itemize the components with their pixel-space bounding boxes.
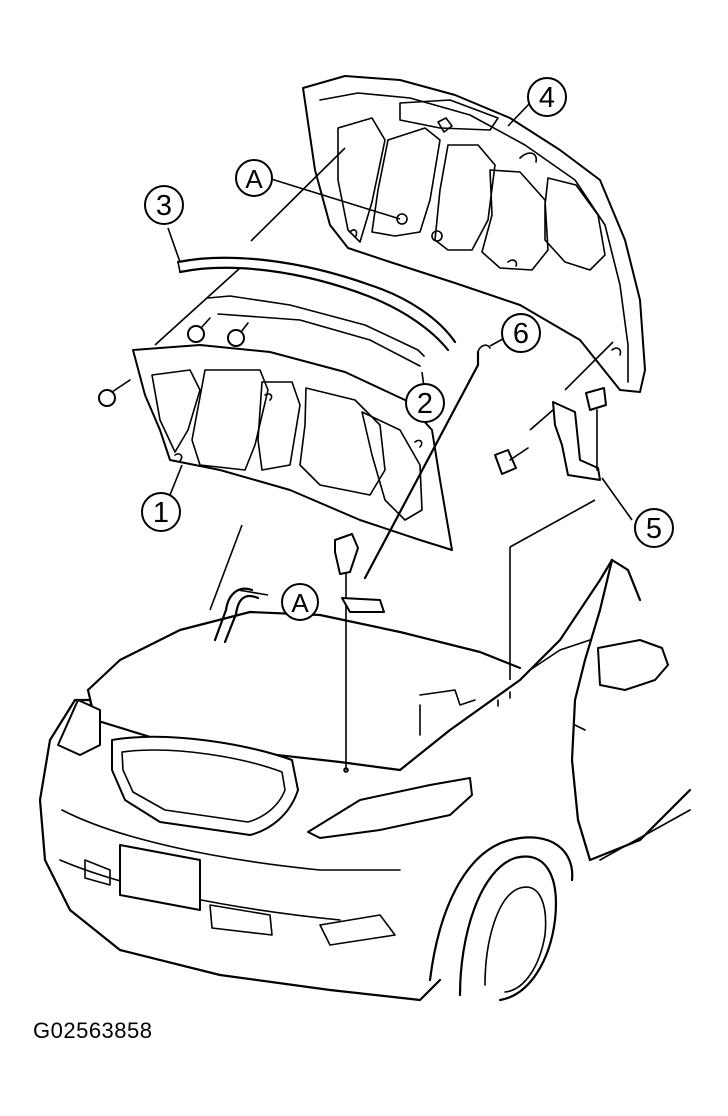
figure-id: G02563858 bbox=[33, 1018, 153, 1043]
callout-1: 1 bbox=[141, 492, 181, 532]
svg-text:A: A bbox=[291, 588, 309, 618]
callout-2: 2 bbox=[405, 383, 445, 423]
svg-text:3: 3 bbox=[156, 190, 172, 222]
hood-panel bbox=[302, 75, 646, 393]
hood-insulator bbox=[132, 344, 453, 551]
callout-4: 4 bbox=[527, 77, 567, 117]
svg-text:A: A bbox=[245, 164, 263, 194]
callout-a-lower: A bbox=[281, 583, 319, 621]
rod-bolt bbox=[334, 533, 385, 771]
svg-text:1: 1 bbox=[153, 497, 169, 529]
svg-text:2: 2 bbox=[417, 388, 433, 420]
callout-6: 6 bbox=[501, 313, 541, 353]
callout-5: 5 bbox=[634, 508, 674, 548]
reference-lines bbox=[154, 147, 614, 680]
hood-hinge bbox=[494, 387, 633, 521]
svg-text:6: 6 bbox=[513, 318, 529, 350]
clip-fasteners bbox=[98, 317, 249, 407]
callout-3: 3 bbox=[144, 185, 184, 225]
svg-text:5: 5 bbox=[646, 513, 662, 545]
svg-text:4: 4 bbox=[539, 82, 555, 114]
hood-seal bbox=[167, 227, 457, 352]
callout-a-upper: A bbox=[235, 159, 273, 197]
vehicle-front-body bbox=[38, 558, 692, 1002]
